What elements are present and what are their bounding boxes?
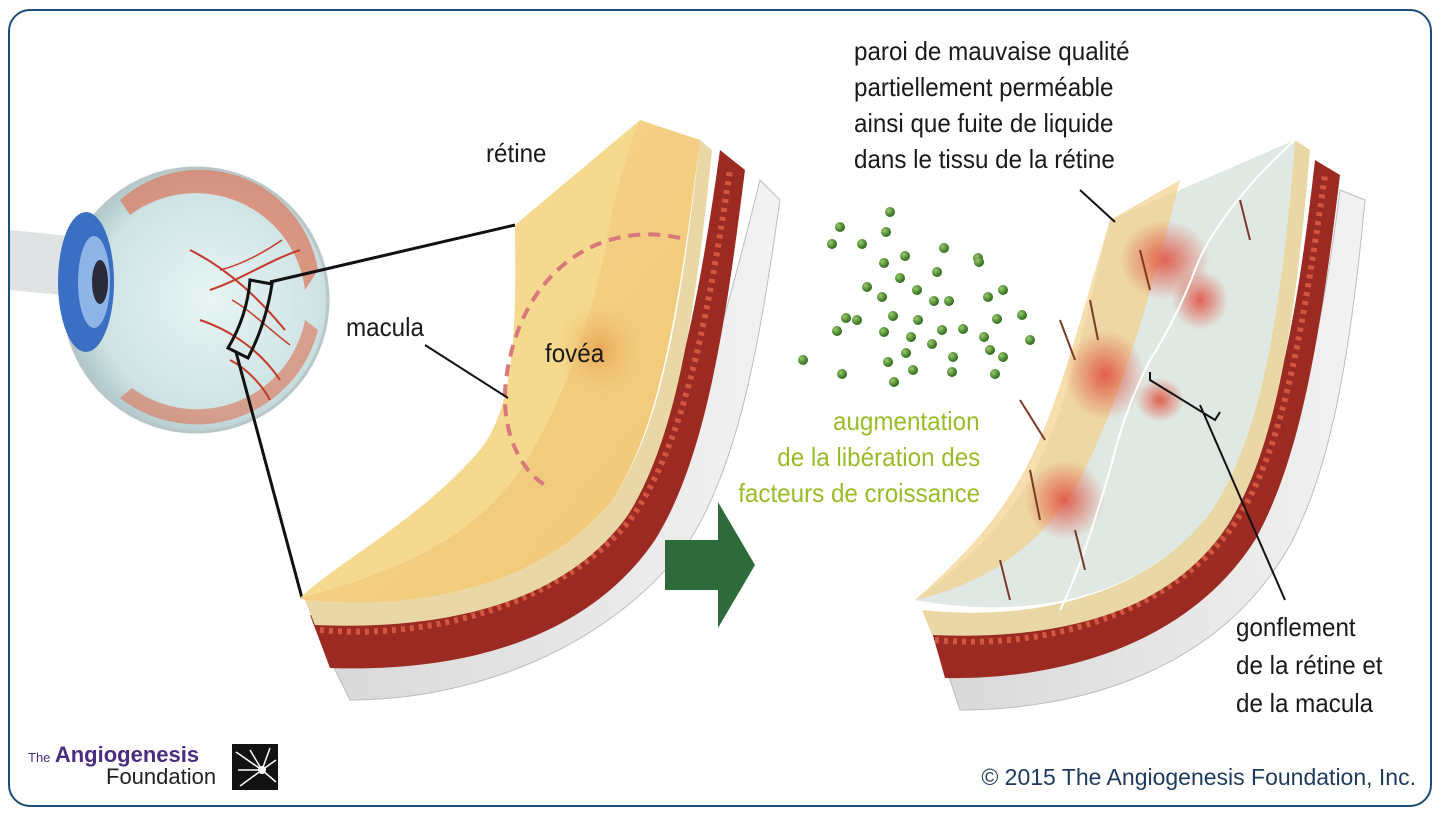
retina-cross-section <box>300 120 781 701</box>
logo-the: The <box>28 750 51 765</box>
retina-label: rétine <box>486 138 547 168</box>
wall-label-1: paroi de mauvaise qualité <box>854 36 1130 66</box>
fovea-label: fovéa <box>545 338 605 368</box>
growth-factor-label-3: facteurs de croissance <box>738 478 980 508</box>
right-arrow-icon <box>665 502 755 628</box>
growth-factor-label-1: augmentation <box>833 406 980 436</box>
logo-foundation: Foundation <box>106 764 217 789</box>
foundation-logo-mark <box>232 744 278 790</box>
swelling-label-1: gonflement <box>1236 612 1356 642</box>
swelling-leader <box>1199 404 1286 601</box>
macula-ring <box>503 232 681 487</box>
zoom-line-top <box>269 223 516 284</box>
diagram-frame <box>8 9 1432 807</box>
growth-factor-label-2: de la libération des <box>777 442 980 472</box>
growth-factor-dots <box>798 207 1035 387</box>
wall-leader <box>1079 189 1116 223</box>
wall-label-3: ainsi que fuite de liquide <box>854 108 1114 138</box>
wall-label-2: partiellement perméable <box>854 72 1114 102</box>
foundation-logo: The Angiogenesis Foundation <box>28 742 216 790</box>
logo-angiogenesis: Angiogenesis <box>54 742 200 767</box>
swelling-label-3: de la macula <box>1236 688 1374 718</box>
zoom-line-bottom <box>234 351 304 599</box>
swollen-retina-cross-section <box>915 139 1366 711</box>
macula-label: macula <box>346 312 424 342</box>
swelling-label-2: de la rétine et <box>1236 650 1383 680</box>
wall-label-4: dans le tissu de la rétine <box>854 144 1115 174</box>
eye-illustration <box>58 166 330 434</box>
copyright-notice: © 2015 The Angiogenesis Foundation, Inc. <box>981 764 1416 790</box>
macula-leader <box>424 344 509 399</box>
